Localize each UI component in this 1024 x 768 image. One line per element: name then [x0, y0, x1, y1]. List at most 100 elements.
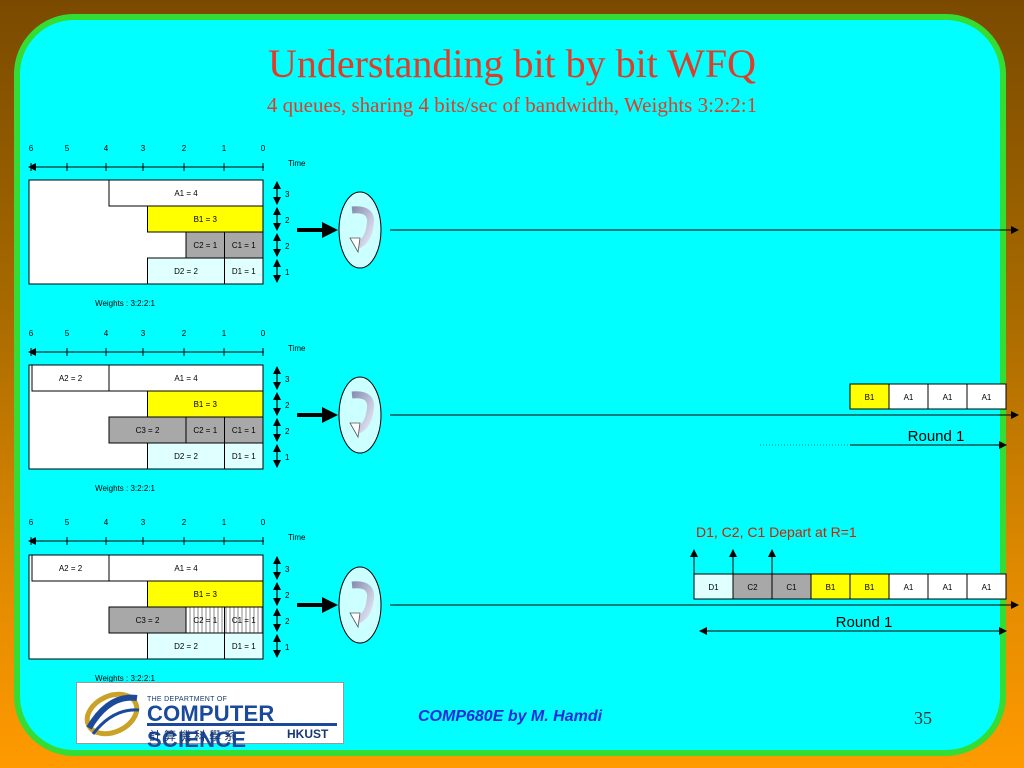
queue-weight-label: 2: [285, 401, 290, 410]
time-tick-label: 6: [29, 518, 34, 527]
queue-packet-label: C2 = 1: [193, 426, 217, 435]
queue-packet-label: C2 = 1: [193, 616, 217, 625]
queue-weight-label: 2: [285, 591, 290, 600]
time-tick-label: 5: [65, 144, 70, 153]
output-packet: [966, 383, 1007, 410]
queue-packet-label: B1 = 3: [194, 400, 218, 409]
output-packet-label: B1: [865, 393, 875, 402]
queue-packet-label: C3 = 2: [136, 616, 160, 625]
weights-caption: Weights : 3:2:2:1: [95, 299, 155, 308]
queue-packet: [108, 416, 187, 444]
depart-label: D1, C2, C1 Depart at R=1: [696, 524, 857, 540]
queue-packet: [224, 442, 264, 470]
time-tick-label: 4: [104, 144, 109, 153]
queue-weight-label: 2: [285, 216, 290, 225]
queue-packet: [147, 257, 225, 285]
queue-packet-label: C1 = 1: [232, 616, 256, 625]
rotate-icon: [351, 581, 375, 625]
input-arrow-head: [322, 407, 338, 423]
output-packet: [927, 383, 968, 410]
queue-packet-label: D1 = 1: [232, 267, 256, 276]
queue-weight-label: 2: [285, 427, 290, 436]
queue-packet: [108, 554, 264, 582]
output-packet-label: A1: [943, 583, 953, 592]
queue-packet-label: B1 = 3: [194, 590, 218, 599]
queue-packet: [31, 364, 110, 392]
queue-weight-label: 3: [285, 375, 290, 384]
scheduler-server: [338, 566, 382, 644]
output-packet-label: A1: [982, 583, 992, 592]
time-tick-label: 0: [261, 329, 266, 338]
output-packet: [810, 573, 851, 600]
time-tick-label: 1: [222, 518, 227, 527]
queue-packet: [31, 554, 110, 582]
queue-packet-label: D2 = 2: [174, 267, 198, 276]
time-tick-label: 5: [65, 329, 70, 338]
output-packet: [849, 573, 890, 600]
time-tick-label: 2: [182, 518, 187, 527]
queue-packet: [147, 632, 225, 660]
scheduler-server: [338, 191, 382, 269]
output-packet-label: A1: [904, 583, 914, 592]
queue-weight-label: 1: [285, 453, 290, 462]
time-tick-label: 0: [261, 144, 266, 153]
logo-divider: [147, 723, 337, 726]
queue-packet: [108, 606, 187, 634]
queue-packet-label: C1 = 1: [232, 241, 256, 250]
output-packet: [732, 573, 773, 600]
queue-packet: [224, 632, 264, 660]
round-label: Round 1: [908, 428, 965, 445]
output-packet-label: A1: [904, 393, 914, 402]
queue-packet: [224, 257, 264, 285]
input-arrow-head: [322, 597, 338, 613]
logo-school: HKUST: [287, 727, 329, 741]
output-packet-label: B1: [865, 583, 875, 592]
queue-packet-label: A2 = 2: [59, 374, 83, 383]
output-packet-label: C2: [747, 583, 758, 592]
queue-packet-label: A2 = 2: [59, 564, 83, 573]
scheduler-server: [338, 376, 382, 454]
time-tick-label: 2: [182, 144, 187, 153]
queue-packet: [185, 231, 225, 259]
round-label: Round 1: [836, 614, 893, 631]
queue-packet-label: D2 = 2: [174, 452, 198, 461]
weights-caption: Weights : 3:2:2:1: [95, 484, 155, 493]
time-tick-label: 1: [222, 144, 227, 153]
time-tick-label: 3: [141, 518, 146, 527]
time-tick-label: 2: [182, 329, 187, 338]
queue-weight-label: 3: [285, 565, 290, 574]
time-axis-label: Time: [288, 159, 306, 168]
output-packet: [693, 573, 734, 600]
output-packet: [966, 573, 1007, 600]
output-packet: [849, 383, 890, 410]
queue-packet: [185, 416, 225, 444]
footer-author: COMP680E by M. Hamdi: [418, 708, 603, 725]
queue-weight-label: 3: [285, 190, 290, 199]
rotate-icon: [351, 206, 375, 250]
time-tick-label: 1: [222, 329, 227, 338]
rotate-icon: [351, 391, 375, 435]
slide-title: Understanding bit by bit WFQ: [267, 41, 757, 86]
time-tick-label: 3: [141, 144, 146, 153]
queue-weight-label: 2: [285, 242, 290, 251]
queue-packet-label: D2 = 2: [174, 642, 198, 651]
queue-packet-label: D1 = 1: [232, 642, 256, 651]
time-tick-label: 4: [104, 518, 109, 527]
logo-name: COMPUTER SCIENCE: [147, 701, 275, 752]
rotate-icon-arrow: [349, 237, 361, 254]
queue-weight-label: 2: [285, 617, 290, 626]
hkust-logo-icon: [84, 691, 140, 737]
queue-packet-label: A1 = 4: [174, 374, 198, 383]
input-arrow-head: [322, 222, 338, 238]
time-tick-label: 3: [141, 329, 146, 338]
page-number: 35: [914, 708, 932, 728]
logo-chinese: 計算機科學系: [149, 729, 240, 743]
time-axis-label: Time: [288, 344, 306, 353]
logo-dept-line: THE DEPARTMENT OF: [147, 696, 228, 703]
rotate-icon-arrow: [349, 422, 361, 439]
queue-packet-label: C3 = 2: [136, 426, 160, 435]
output-packet-label: B1: [826, 583, 836, 592]
output-packet-label: D1: [708, 583, 719, 592]
slide-subtitle: 4 queues, sharing 4 bits/sec of bandwidt…: [266, 93, 758, 117]
